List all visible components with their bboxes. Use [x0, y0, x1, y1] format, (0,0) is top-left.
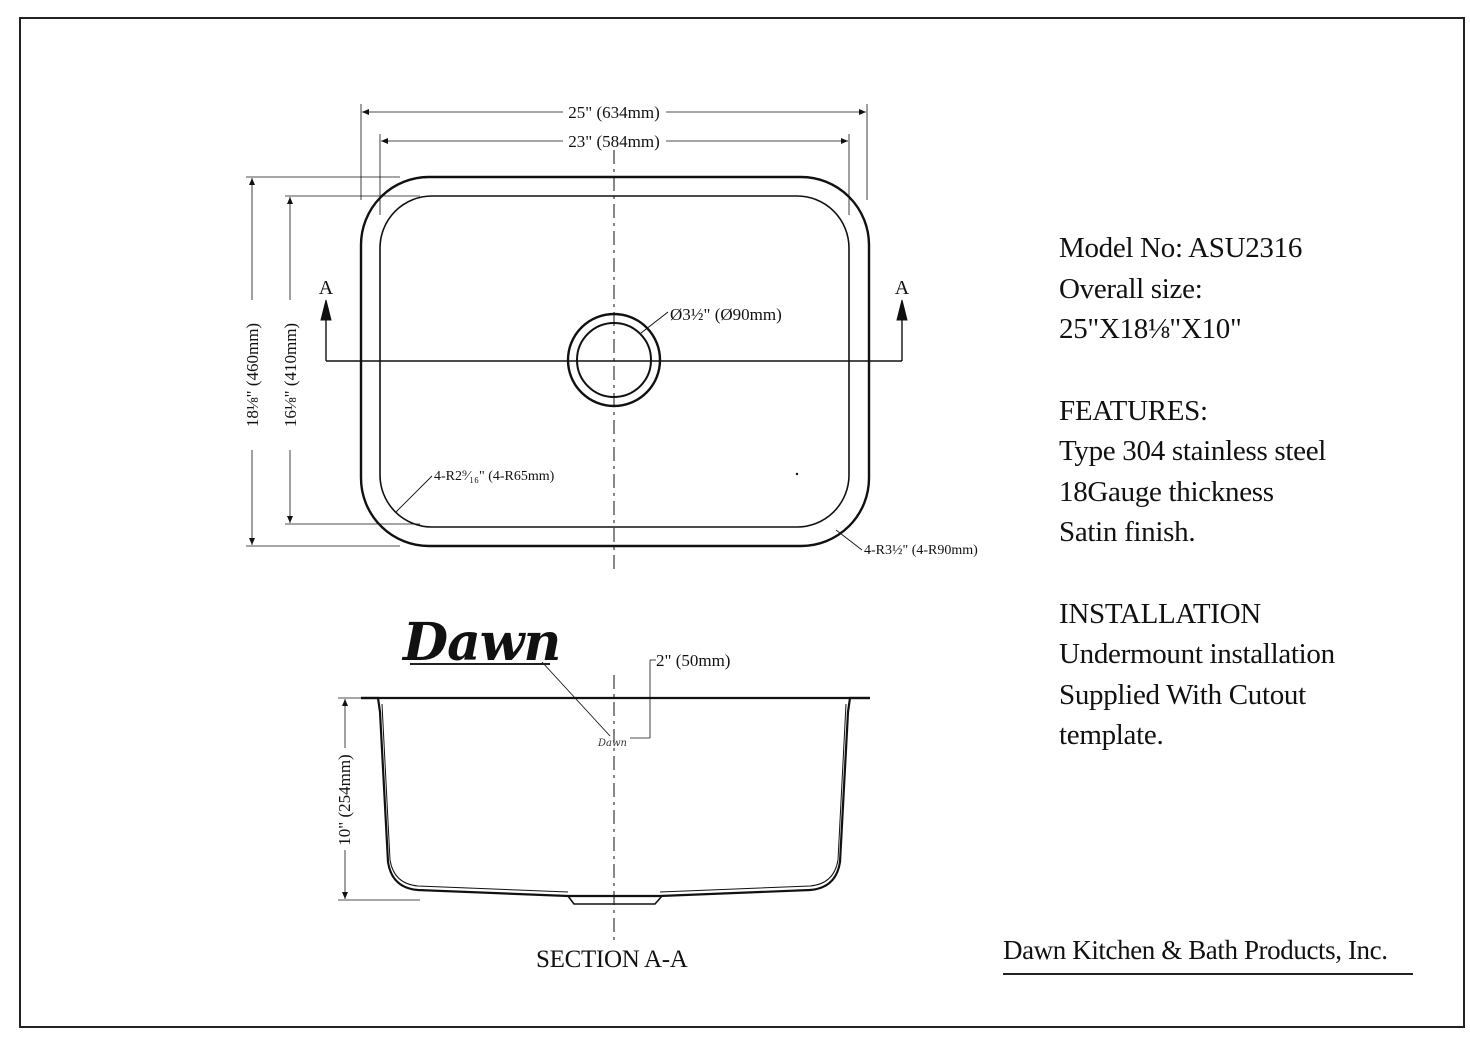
section-drain-recess [567, 895, 663, 905]
section-arrowhead-left [320, 299, 332, 321]
section-bowl-profile [361, 696, 870, 898]
section-marker-left: A [319, 277, 334, 299]
inner-radius-leader [395, 475, 433, 513]
section-marker-right: A [895, 277, 910, 299]
company-underline [1003, 973, 1413, 975]
spec-block: Model No: ASU2316 Overall size: 25"X18⅛"… [1059, 228, 1459, 756]
spec-gap [1059, 553, 1459, 594]
flange-offset-label: 2" (50mm) [656, 651, 730, 670]
surface-dot [795, 472, 799, 476]
top-view [246, 104, 908, 570]
feature-item: 18Gauge thickness [1059, 475, 1274, 508]
inner-radius-label: 4-R2⁹⁄₁₆" (4-R65mm) [434, 469, 555, 484]
installation-title: INSTALLATION [1059, 597, 1261, 630]
logo-leader [541, 661, 611, 737]
installation-item: Undermount installation [1059, 638, 1335, 670]
inner-depth-label: 16⅛" (410mm) [281, 323, 300, 427]
section-bowl-inner-wall [381, 703, 847, 893]
spec-gap [1059, 350, 1459, 391]
inner-width-label: 23" (584mm) [568, 132, 659, 151]
dawn-logo-engraving: Dawn [598, 738, 627, 749]
section-arrowhead-right [896, 299, 908, 321]
installation-item: template. [1059, 719, 1164, 751]
dawn-logo-underline [410, 663, 550, 665]
section-view [338, 659, 870, 940]
drain-diameter-label: Ø3½" (Ø90mm) [670, 305, 782, 324]
feature-item: Type 304 stainless steel [1059, 435, 1327, 467]
outer-radius-label: 4-R3½" (4-R90mm) [864, 543, 978, 558]
outer-width-label: 25" (634mm) [568, 103, 659, 122]
model-number: Model No: ASU2316 [1059, 232, 1303, 264]
dawn-logo: Dawn [403, 612, 561, 673]
company-name: Dawn Kitchen & Bath Products, Inc. [1003, 935, 1388, 965]
overall-size-value: 25"X18⅛"X10" [1059, 313, 1242, 345]
section-title: SECTION A-A [536, 946, 688, 973]
drain-leader [640, 311, 669, 334]
features-title: FEATURES: [1059, 394, 1208, 427]
outer-radius-leader [835, 529, 863, 551]
outer-depth-label: 18⅛" (460mm) [243, 323, 262, 427]
drawing-border [19, 17, 1465, 1028]
drain-outer-ring [566, 312, 662, 408]
installation-item: Supplied With Cutout [1059, 678, 1306, 711]
overall-size-label: Overall size: [1059, 272, 1203, 305]
drain-inner-ring [576, 322, 652, 398]
bowl-height-label: 10" (254mm) [335, 754, 354, 845]
feature-item: Satin finish. [1059, 516, 1196, 548]
